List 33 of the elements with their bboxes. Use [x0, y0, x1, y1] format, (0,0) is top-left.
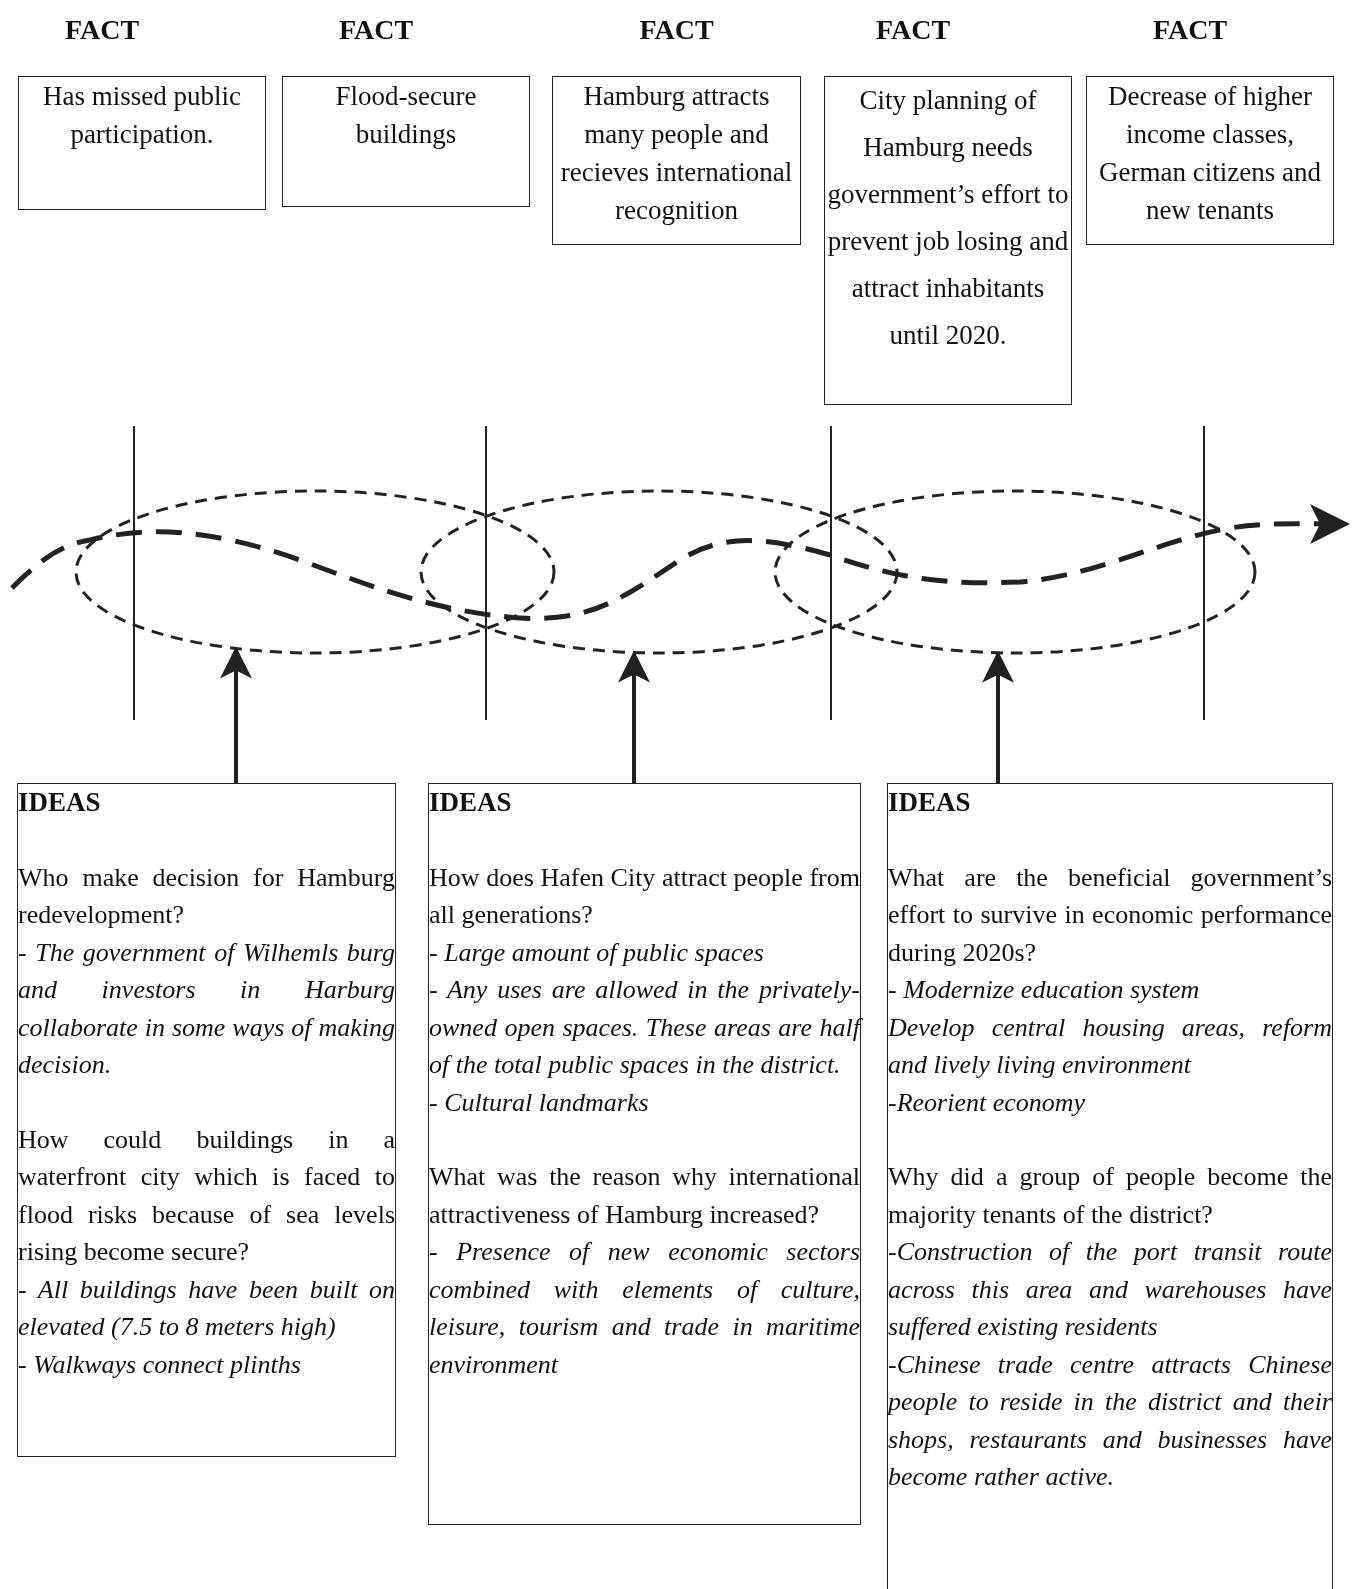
ideas-heading: IDEAS	[429, 786, 513, 819]
fact-heading: FACT	[1152, 14, 1228, 46]
ideas-box	[428, 783, 861, 1525]
question-text: Who make decision for Hamburg redevelopment?	[18, 861, 395, 931]
fact-text: Decrease of higher income classes, German citizens and new tenants	[1098, 80, 1322, 227]
answer-text: -Reorient economy	[888, 1086, 1087, 1119]
ideas-heading: IDEAS	[18, 786, 102, 819]
question-text: What are the beneficial government’s effort to survive in economic performance during 2020s?	[888, 861, 1332, 969]
answer-text: -Chinese trade centre attracts Chinese people to reside in the district and their shops, restaurants and businesses have become rather active.	[888, 1348, 1332, 1493]
ideas-heading: IDEAS	[888, 786, 972, 819]
answer-text: - Walkways connect plinths	[18, 1348, 302, 1381]
question-text: What was the reason why international attractiveness of Hamburg increased?	[429, 1161, 860, 1231]
answer-text: - The government of Wilhemls burg and investors in Harburg collaborate in some ways of making decision.	[18, 936, 395, 1081]
answer-text: -Construction of the port transit route across this area and warehouses have suffered existing residents	[888, 1236, 1332, 1343]
fact-heading: FACT	[64, 14, 140, 46]
fact-text: Flood-secure buildings	[334, 80, 478, 151]
answer-text: Develop central housing areas, reform and lively living environment	[888, 1011, 1332, 1081]
answer-text: - All buildings have been built on elevated (7.5 to 8 meters high)	[18, 1273, 395, 1343]
answer-text: - Presence of new economic sectors combined with elements of culture, leisure, tourism and trade in maritime environment	[429, 1236, 860, 1381]
answer-text: - Cultural landmarks	[429, 1086, 650, 1119]
fact-heading: FACT	[875, 14, 951, 46]
answer-text: - Modernize education system	[888, 974, 1201, 1006]
fact-text: City planning of Hamburg needs government’s effort to prevent job losing and attract inhabitants until 2020.	[826, 84, 1070, 352]
ideas-box	[887, 783, 1333, 1589]
fact-heading: FACT	[639, 14, 714, 46]
fact-text: Has missed public participation.	[42, 80, 242, 151]
fact-heading: FACT	[338, 14, 414, 46]
question-text: How could buildings in a waterfront city which is faced to flood risks because of sea levels rising become secure?	[18, 1123, 395, 1268]
question-text: Why did a group of people become the majority tenants of the district?	[888, 1161, 1332, 1231]
ideas-box	[17, 783, 396, 1457]
fact-text: Hamburg attracts many people and recieves international recognition	[559, 80, 794, 227]
answer-text: - Large amount of public spaces	[429, 936, 765, 969]
question-text: How does Hafen City attract people from all generations?	[429, 861, 860, 931]
